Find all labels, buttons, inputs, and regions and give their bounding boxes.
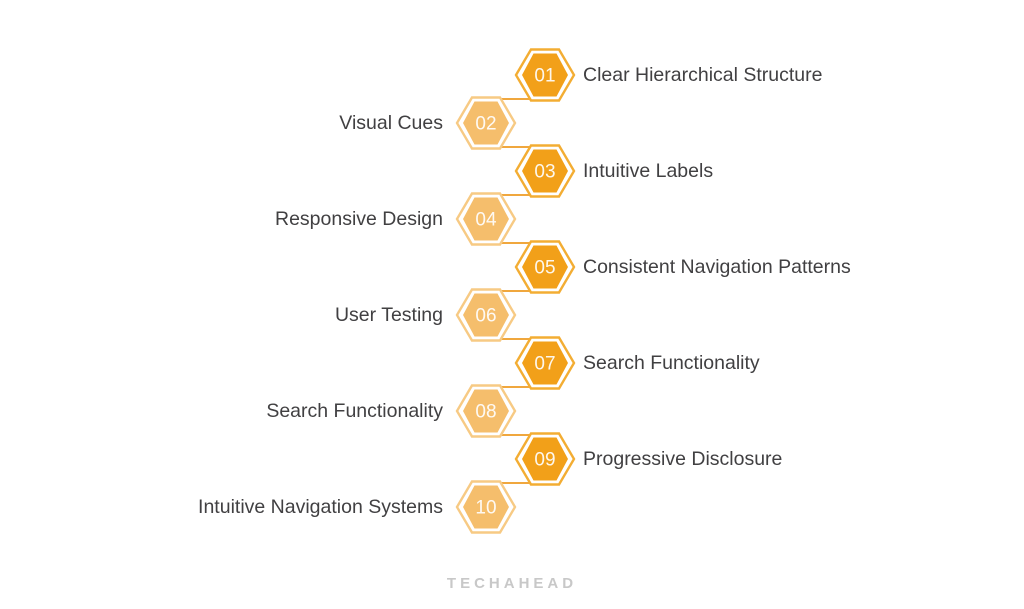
step-label-02: Visual Cues <box>339 111 443 134</box>
step-number: 03 <box>534 162 555 183</box>
step-label-03: Intuitive Labels <box>583 159 714 182</box>
step-number: 06 <box>475 306 496 327</box>
hexagon-fill <box>463 389 509 433</box>
hexagon-fill <box>463 101 509 145</box>
hexagon-fill <box>522 341 568 385</box>
connector-line <box>480 386 558 388</box>
hexagon-step-07: 07 <box>514 334 576 392</box>
connector-line <box>480 338 558 340</box>
step-number: 01 <box>534 66 555 87</box>
techahead-logo: TECHAHEAD <box>446 575 578 592</box>
step-label-07: Search Functionality <box>583 351 760 374</box>
hexagon-fill <box>522 437 568 481</box>
hexagon-step-08: 08 <box>455 382 517 440</box>
step-number: 08 <box>475 402 496 423</box>
step-label-04: Responsive Design <box>274 207 443 230</box>
hexagon-fill <box>463 485 509 529</box>
connector-line <box>480 290 558 292</box>
step-label-10: Intuitive Navigation Systems <box>198 495 443 518</box>
step-number: 02 <box>475 114 496 135</box>
hexagon-step-03: 03 <box>514 142 576 200</box>
hexagon-step-06: 06 <box>455 286 517 344</box>
step-label-05: Consistent Navigation Patterns <box>583 255 851 278</box>
connector-line <box>480 482 558 484</box>
connector-line <box>480 194 558 196</box>
hexagon-fill <box>522 149 568 193</box>
hexagon-fill <box>522 53 568 97</box>
connector-line <box>480 242 558 244</box>
connector-line <box>480 98 558 100</box>
step-number: 09 <box>534 450 555 471</box>
hexagon-step-10: 10 <box>455 478 517 536</box>
connector-line <box>480 434 558 436</box>
step-label-01: Clear Hierarchical Structure <box>583 63 823 86</box>
hexagon-step-01: 01 <box>514 46 576 104</box>
hexagon-step-04: 04 <box>455 190 517 248</box>
hexagon-fill <box>522 245 568 289</box>
step-label-08: Search Functionality <box>266 399 443 422</box>
step-number: 04 <box>475 210 497 231</box>
hexagon-fill <box>463 293 509 337</box>
hexagon-step-02: 02 <box>455 94 517 152</box>
step-number: 10 <box>475 498 496 519</box>
hexagon-step-09: 09 <box>514 430 576 488</box>
connector-line <box>480 146 558 148</box>
step-number: 07 <box>534 354 555 375</box>
step-label-09: Progressive Disclosure <box>583 447 783 470</box>
hexagon-fill <box>463 197 509 241</box>
step-label-06: User Testing <box>334 303 443 326</box>
step-number: 05 <box>534 258 555 279</box>
hexagon-step-05: 05 <box>514 238 576 296</box>
